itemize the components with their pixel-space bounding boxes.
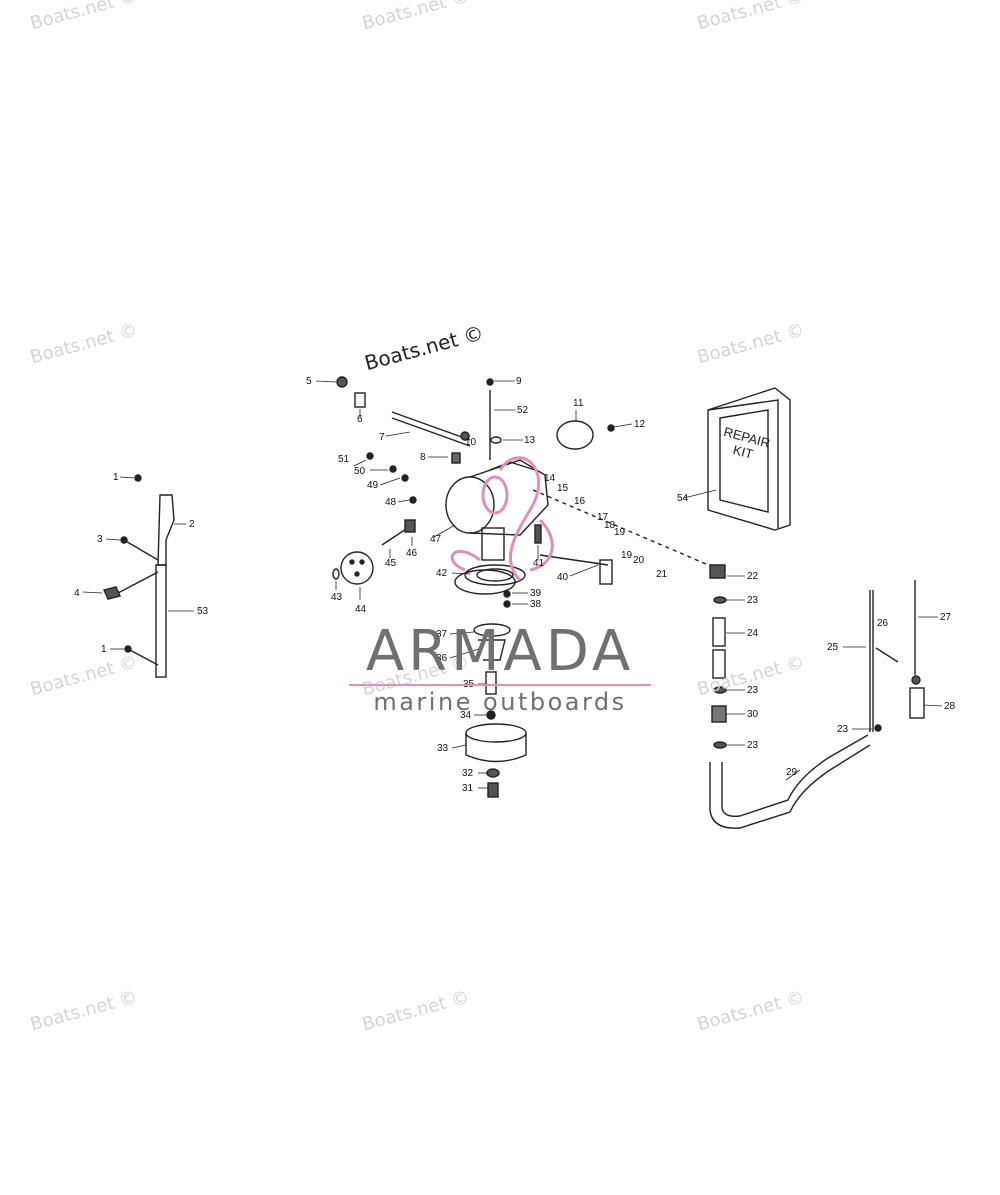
part-label: 21 — [656, 569, 668, 580]
part-label: 13 — [524, 435, 536, 446]
part-label: 46 — [406, 548, 418, 559]
part-label: 26 — [877, 618, 889, 629]
part-label: 23 — [747, 595, 759, 606]
part-label: 8 — [420, 452, 426, 463]
part-label: 16 — [574, 496, 586, 507]
part-label: 3 — [97, 534, 103, 545]
part-label: 5 — [306, 376, 312, 387]
part-label: 2 — [189, 519, 195, 530]
part-label: 4 — [74, 588, 80, 599]
part-label: 33 — [437, 743, 449, 754]
part-label: 1 — [101, 644, 107, 655]
fuel-line-assembly — [709, 564, 925, 829]
part-label: 11 — [573, 398, 584, 409]
part-label: 17 — [597, 512, 609, 523]
part-label: 22 — [747, 571, 759, 582]
part-label: 14 — [544, 473, 556, 484]
part-label: 48 — [385, 497, 397, 508]
brand-mark — [450, 456, 554, 582]
part-label: 38 — [530, 599, 542, 610]
part-label: 27 — [940, 612, 952, 623]
repair-kit-box — [707, 387, 791, 531]
part-label: 19 — [621, 550, 633, 561]
carburetor-body — [336, 376, 721, 586]
part-label: 32 — [462, 768, 474, 779]
part-label: 34 — [460, 710, 472, 721]
part-label: 25 — [827, 642, 839, 653]
part-label: 24 — [747, 628, 759, 639]
part-label: 6 — [357, 414, 363, 425]
gasket — [454, 569, 516, 595]
part-label: 31 — [462, 783, 474, 794]
part-label: 41 — [533, 558, 545, 569]
part-label: 45 — [385, 558, 397, 569]
part-label: 1 — [113, 472, 119, 483]
part-label: 54 — [677, 493, 689, 504]
part-label: 42 — [436, 568, 448, 579]
brand-logo: ARMADA marine outboards — [345, 622, 655, 716]
cover-plate — [556, 420, 594, 450]
part-label: 47 — [430, 534, 442, 545]
part-label: 15 — [557, 483, 569, 494]
brand-name: ARMADA — [365, 619, 635, 684]
part-label: 53 — [197, 606, 209, 617]
part-label: 28 — [944, 701, 956, 712]
part-label: 18 — [604, 520, 616, 531]
part-label: 51 — [338, 454, 350, 465]
part-label: 43 — [331, 592, 343, 603]
part-label: 29 — [786, 767, 798, 778]
part-label: 20 — [633, 555, 645, 566]
brand-tagline: marine outboards — [373, 688, 627, 716]
part-label: 9 — [516, 376, 522, 387]
part-label: 10 — [465, 437, 477, 448]
part-label: 23 — [747, 685, 759, 696]
part-label: 50 — [354, 466, 366, 477]
part-label: 39 — [530, 588, 542, 599]
brand-rule — [349, 684, 651, 686]
part-label: 12 — [634, 419, 646, 430]
part-label: 36 — [436, 653, 448, 664]
part-label: 52 — [517, 405, 529, 416]
part-label: 19 — [614, 527, 626, 538]
throttle-link-assembly — [103, 474, 175, 678]
part-label: 44 — [355, 604, 367, 615]
diaphragm-plate — [332, 551, 374, 585]
part-label: 7 — [379, 432, 385, 443]
part-label: 23 — [747, 740, 759, 751]
part-label: 23 — [837, 724, 849, 735]
part-label: 37 — [436, 629, 448, 640]
part-label: 30 — [747, 709, 759, 720]
part-label: 40 — [557, 572, 569, 583]
part-label: 49 — [367, 480, 379, 491]
